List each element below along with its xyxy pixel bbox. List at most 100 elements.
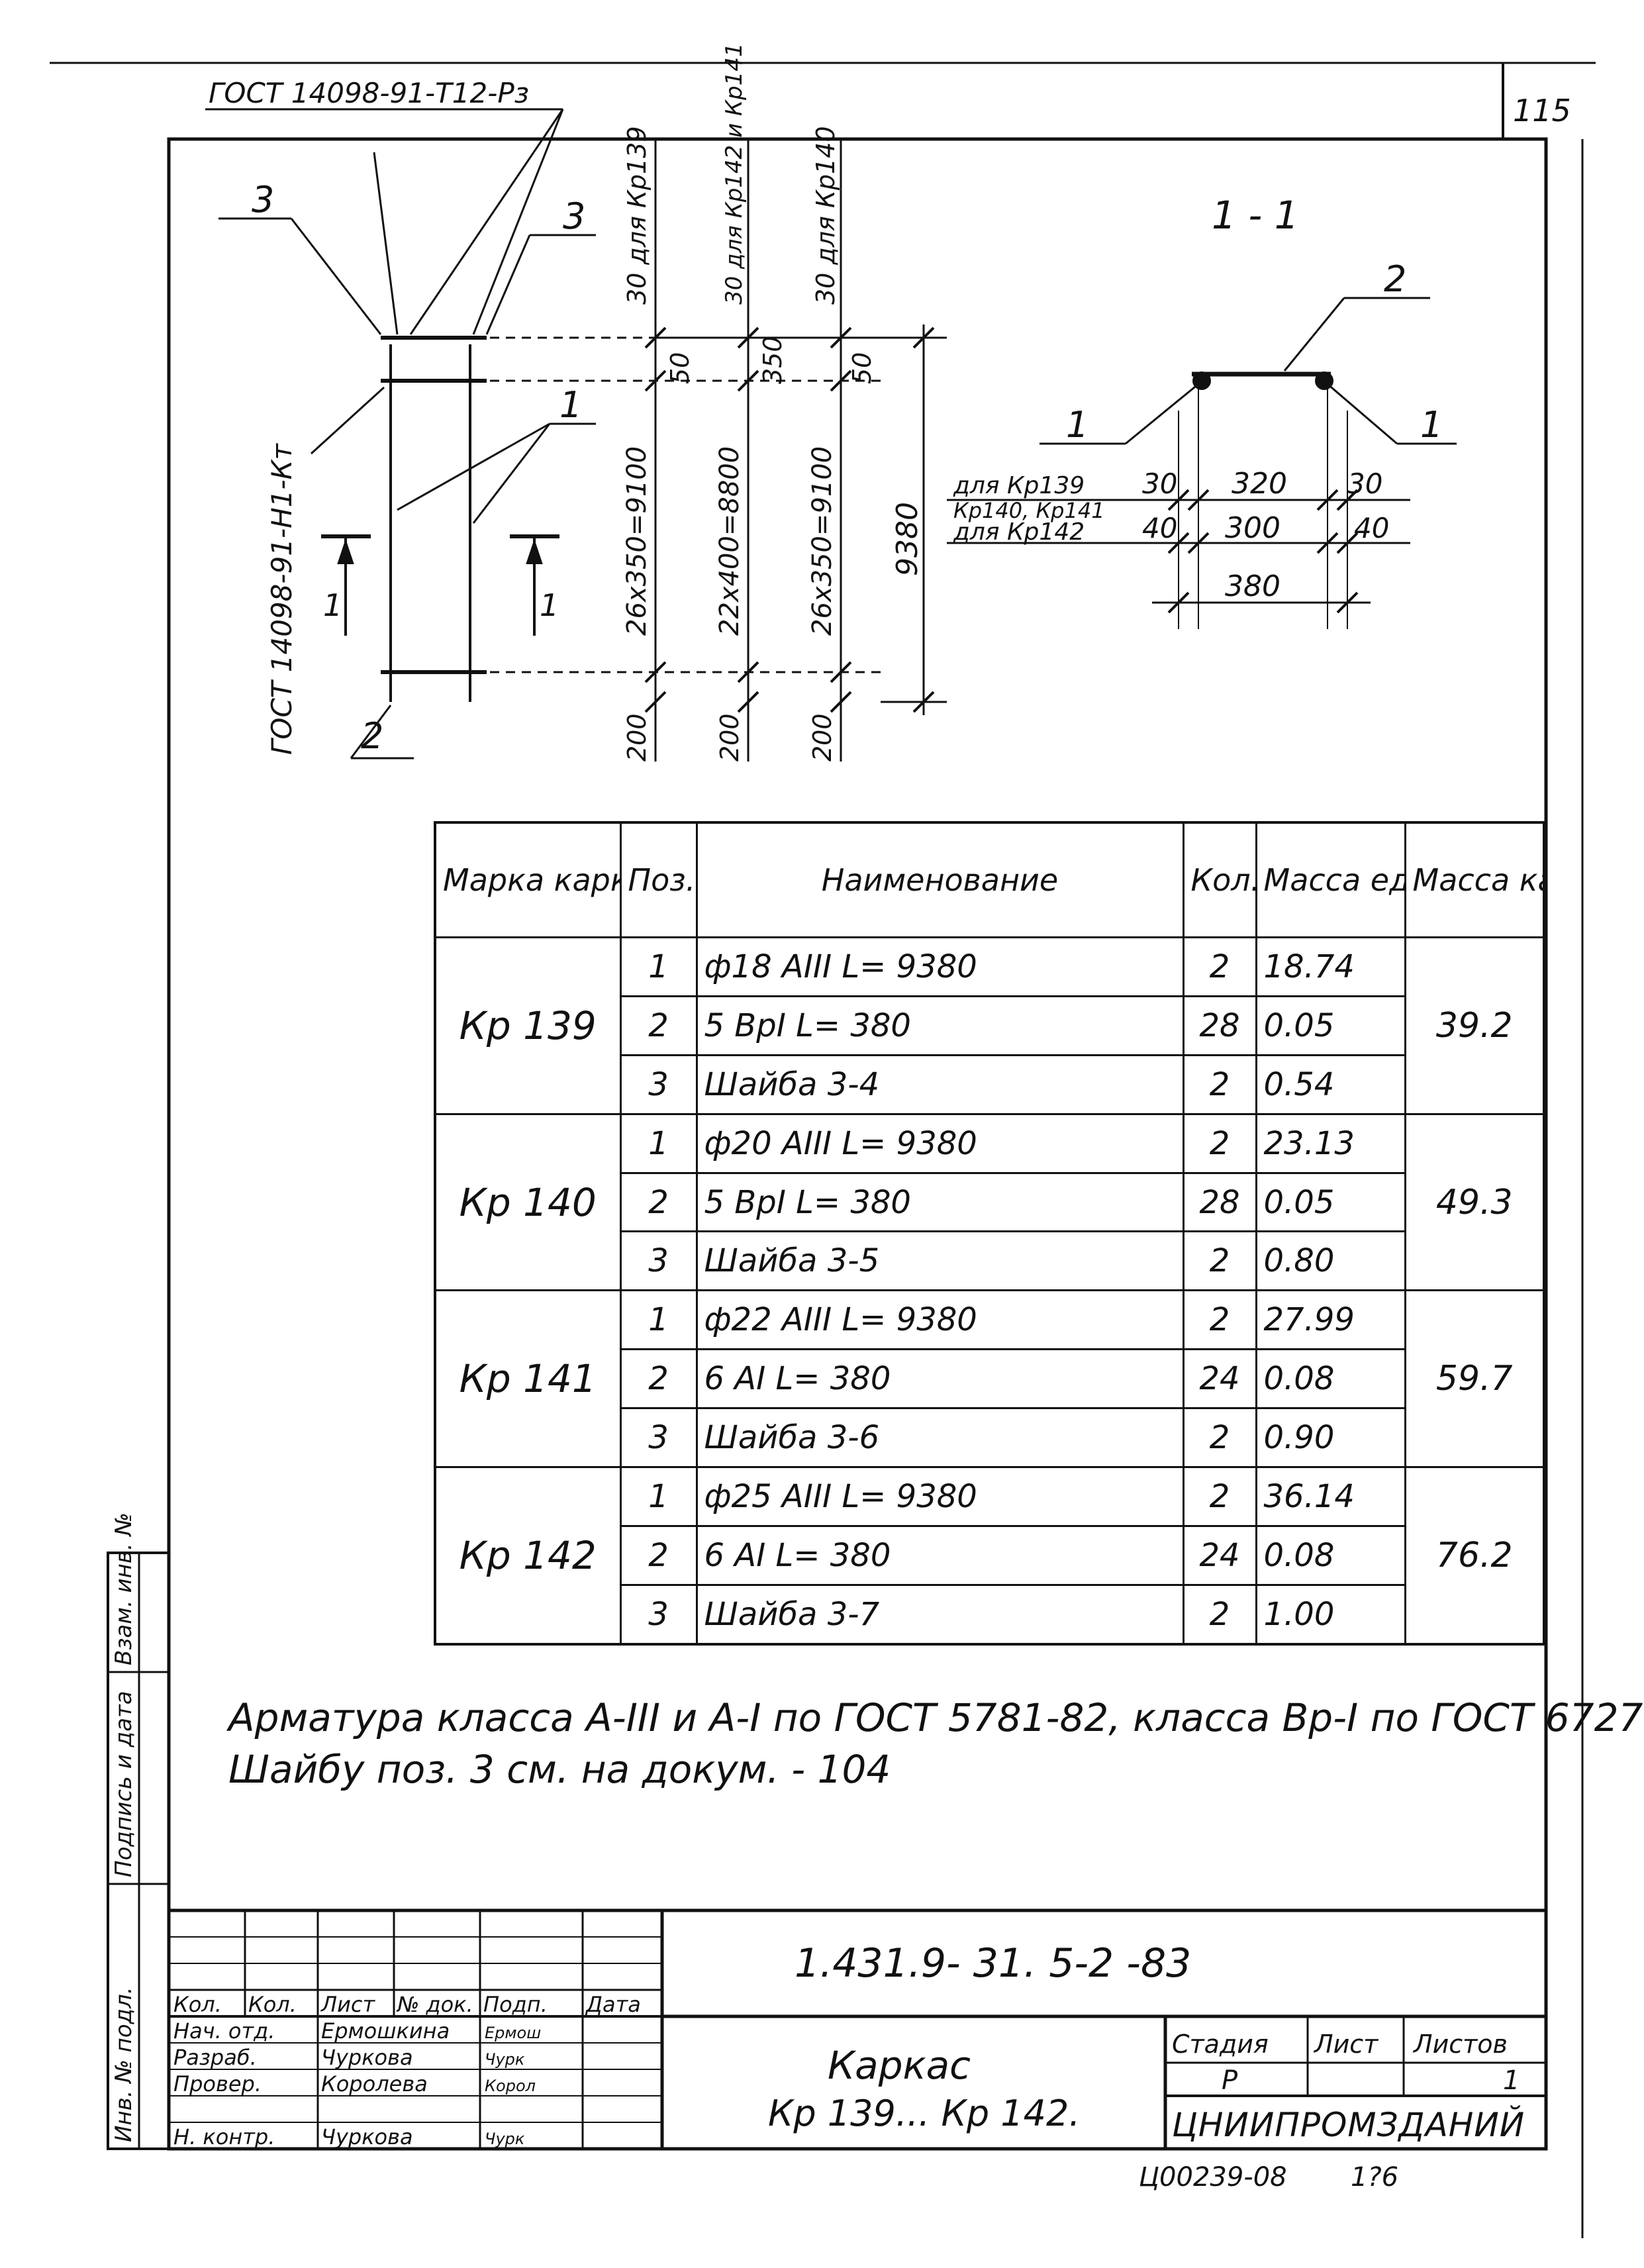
frame-total-mass: 76.2 xyxy=(1404,1466,1545,1646)
role-sign: Чурк xyxy=(485,2130,525,2148)
role-label: Нач. отд. xyxy=(173,2018,275,2044)
bottom-note: Ц00239-08 xyxy=(1139,2162,1287,2193)
role-name: Чуркова xyxy=(321,2045,413,2070)
frame-mark: Кр 139 xyxy=(434,936,622,1115)
table-row: 3 Шайба 3-4 2 0.54 xyxy=(435,1054,1544,1115)
header-total-mass: Масса каркаса кг xyxy=(1404,821,1545,938)
svg-text:Подп.: Подп. xyxy=(483,1992,548,2017)
stage-value: Р xyxy=(1222,2065,1238,2096)
table-row: Кр 141 1 ф22 AIII L= 9380 2 27.99 59.7 xyxy=(434,1289,1545,1469)
item-range: Кр 139... Кр 142. xyxy=(768,2093,1081,2134)
svg-text:200: 200 xyxy=(715,713,744,762)
role-label: Н. контр. xyxy=(173,2124,275,2149)
header-qty: Кол. xyxy=(1182,821,1257,938)
bottom-number: 1?6 xyxy=(1351,2162,1399,2193)
table-row: 3 Шайба 3-6 2 0.90 xyxy=(435,1407,1544,1469)
role-sign: Корол xyxy=(485,2077,536,2095)
pos-label-1: 1 xyxy=(559,384,582,426)
table-row: 2 5 BрI L= 380 28 0.05 xyxy=(435,1171,1544,1233)
svg-text:Дата: Дата xyxy=(585,1992,641,2017)
sheet-label: Лист xyxy=(1313,2030,1379,2059)
svg-text:26x350=9100: 26x350=9100 xyxy=(622,446,652,636)
sheets-label: Листов xyxy=(1412,2030,1508,2059)
svg-text:№ док.: № док. xyxy=(396,1992,473,2017)
svg-text:300: 300 xyxy=(1225,511,1281,545)
document-code: 1.431.9- 31. 5-2 -83 xyxy=(795,1940,1192,1987)
header-name: Наименование xyxy=(695,821,1185,938)
svg-text:200: 200 xyxy=(622,713,652,762)
stage-label: Стадия xyxy=(1172,2030,1269,2059)
role-label: Разраб. xyxy=(173,2045,257,2070)
svg-text:30 для Кр142 и Кр141: 30 для Кр142 и Кр141 xyxy=(721,42,748,305)
section-1-1-drawing: 1 - 1 2 1 1 для Кр139 Кр140, Кр141 для К… xyxy=(947,193,1457,629)
note-reinforcement: Арматура класса A-III и A-I по ГОСТ 5781… xyxy=(228,1695,1644,1740)
page-number: 115 xyxy=(1513,93,1571,128)
role-name: Ермошкина xyxy=(321,2018,450,2044)
svg-text:350: 350 xyxy=(758,336,787,384)
organization: ЦНИИПРОМЗДАНИЙ xyxy=(1172,2106,1525,2144)
role-sign: Ермош xyxy=(485,2024,541,2042)
svg-text:22x400=8800: 22x400=8800 xyxy=(714,446,745,636)
svg-text:30 для Кр139: 30 для Кр139 xyxy=(622,126,652,305)
notes: Арматура класса A-III и A-I по ГОСТ 5781… xyxy=(228,1692,1644,1795)
gost-side-label: ГОСТ 14098-91-Н1-Кт xyxy=(266,443,298,755)
table-row: 3 Шайба 3-5 2 0.80 xyxy=(435,1230,1544,1292)
frame-total-mass: 39.2 xyxy=(1404,936,1545,1115)
svg-text:30 для Кр140: 30 для Кр140 xyxy=(811,126,840,305)
svg-text:Кол.: Кол. xyxy=(248,1992,297,2017)
svg-text:40: 40 xyxy=(1354,512,1389,544)
svg-text:Лист: Лист xyxy=(320,1992,375,2017)
sheets-value: 1 xyxy=(1503,2065,1520,2096)
pos-label-3b: 3 xyxy=(563,195,585,237)
svg-text:Кол.: Кол. xyxy=(173,1992,222,2017)
frame-total-mass: 49.3 xyxy=(1404,1112,1545,1292)
section-title: 1 - 1 xyxy=(1212,193,1299,238)
svg-text:Кр140, Кр141: Кр140, Кр141 xyxy=(953,498,1105,523)
svg-text:30: 30 xyxy=(1142,468,1177,500)
svg-text:40: 40 xyxy=(1142,512,1177,544)
title-block-grid-text: Кол. Кол. Лист № док. Подп. Дата Нач. от… xyxy=(173,1992,1520,2149)
table-header-row: Марка каркаса Поз. Наименование Кол. Мас… xyxy=(434,821,1545,938)
pos-label-3a: 3 xyxy=(252,179,274,221)
header-pos: Поз. xyxy=(619,821,698,938)
svg-text:9380: 9380 xyxy=(891,502,924,576)
svg-text:30: 30 xyxy=(1347,468,1382,500)
section-mark-left: 1 xyxy=(323,587,342,623)
role-sign: Чурк xyxy=(485,2050,525,2069)
table-row: 3 Шайба 3-7 2 1.00 xyxy=(435,1583,1544,1646)
specification-table: Марка каркаса Поз. Наименование Кол. Мас… xyxy=(434,821,1545,1646)
frame-mark: Кр 142 xyxy=(434,1466,622,1646)
svg-text:1: 1 xyxy=(1066,404,1088,446)
svg-text:1: 1 xyxy=(1420,404,1443,446)
gost-top-label: ГОСТ 14098-91-Т12-Рз xyxy=(209,77,529,109)
svg-text:380: 380 xyxy=(1225,569,1281,603)
item-name: Каркас xyxy=(828,2043,971,2088)
side-stamp-sign: Подпись и дата xyxy=(111,1691,137,1877)
svg-text:200: 200 xyxy=(808,713,837,762)
table-row: Кр 139 1 ф18 AIII L= 9380 2 18.74 39.2 xyxy=(434,936,1545,1115)
role-label: Провер. xyxy=(173,2071,262,2096)
role-name: Чуркова xyxy=(321,2124,413,2149)
side-stamp-replace: Взам. инв. № xyxy=(111,1512,137,1665)
svg-text:2: 2 xyxy=(1384,258,1406,300)
side-stamp-inv: Инв. № подл. xyxy=(111,1987,137,2142)
pos-label-2: 2 xyxy=(361,715,383,757)
svg-text:320: 320 xyxy=(1232,467,1287,501)
frame-total-mass: 59.7 xyxy=(1404,1289,1545,1469)
svg-text:26x350=9100: 26x350=9100 xyxy=(807,446,838,636)
svg-text:для Кр142: для Кр142 xyxy=(953,518,1085,546)
table-row: 2 6 AI L= 380 24 0.08 xyxy=(435,1348,1544,1410)
table-row: 2 6 AI L= 380 24 0.08 xyxy=(435,1524,1544,1586)
section-mark-right: 1 xyxy=(540,587,559,623)
svg-text:50: 50 xyxy=(847,352,877,384)
frame-mark: Кр 141 xyxy=(434,1289,622,1469)
role-name: Королева xyxy=(321,2071,428,2096)
svg-text:50: 50 xyxy=(665,352,695,384)
header-mark: Марка каркаса xyxy=(434,821,622,938)
table-row: 2 5 BрI L= 380 28 0.05 xyxy=(435,995,1544,1056)
note-washer: Шайбу поз. 3 см. на докум. - 104 xyxy=(228,1747,891,1792)
svg-text:для Кр139: для Кр139 xyxy=(953,472,1085,499)
frame-mark: Кр 140 xyxy=(434,1112,622,1292)
header-unit-mass: Масса ед. кг. xyxy=(1255,821,1406,938)
